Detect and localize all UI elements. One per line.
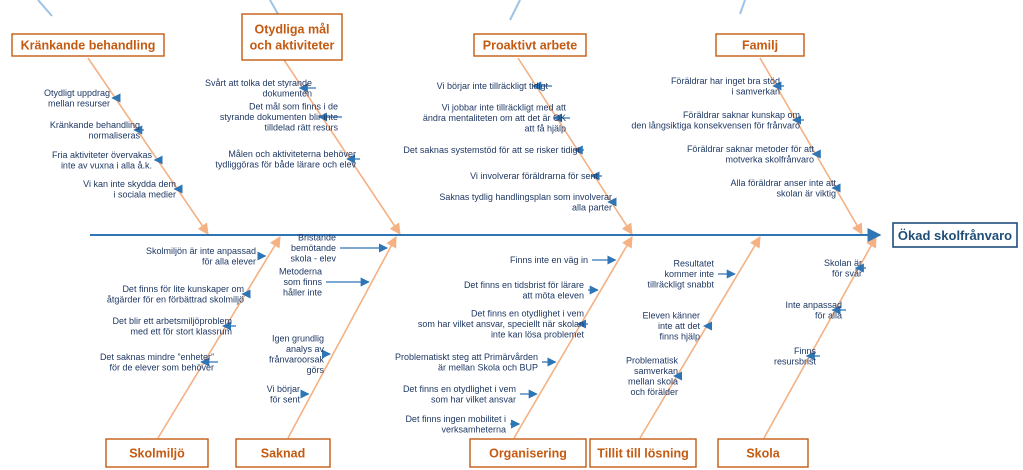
category-bottom-1 <box>287 236 397 439</box>
category-bottom-3 <box>639 236 761 439</box>
category-box-frame <box>717 438 809 468</box>
cause-label: Finns inte en väg in <box>510 255 588 265</box>
category-box: Kränkande behandling <box>11 33 165 57</box>
category-title: Skolmiljö <box>129 446 185 460</box>
category-box: Skolmiljö <box>105 438 209 468</box>
category-title: Tillit till lösning <box>597 446 688 460</box>
category-box-frame <box>235 438 331 468</box>
category-title: Saknad <box>261 446 305 460</box>
category-title: Proaktivt arbete <box>483 38 578 52</box>
category-box-frame <box>715 33 805 57</box>
cause-label: Det saknas systemstöd för att se risker … <box>403 145 580 155</box>
category-box: Organisering <box>469 438 587 468</box>
effect-label: Ökad skolfrånvaro <box>898 228 1012 243</box>
category-box: Proaktivt arbete <box>473 33 587 57</box>
effect-box: Ökad skolfrånvaro <box>892 222 1018 248</box>
branch-line <box>87 57 209 235</box>
decorative-line <box>269 0 279 15</box>
branch-line <box>513 236 633 439</box>
category-bottom-0 <box>157 236 281 439</box>
category-title: Familj <box>742 38 778 52</box>
category-bottom-2 <box>513 236 633 439</box>
decorative-line <box>739 0 746 15</box>
effect-frame <box>892 222 1018 248</box>
category-box-frame <box>469 438 587 468</box>
category-box-frame <box>241 13 343 61</box>
branch-line <box>287 236 397 439</box>
category-title: Kränkande behandling <box>21 38 156 52</box>
category-box: Skola <box>717 438 809 468</box>
branch-line <box>639 236 761 439</box>
category-box: Familj <box>715 33 805 57</box>
category-box-frame <box>105 438 209 468</box>
decorative-line <box>509 0 521 21</box>
category-box: Tillit till lösning <box>589 438 697 468</box>
cause-label: Vi involverar föräldrarna för sent <box>470 171 598 181</box>
category-box-frame <box>589 438 697 468</box>
category-box-frame <box>473 33 587 57</box>
category-box: Saknad <box>235 438 331 468</box>
cause-label: Det saknas mindre ”enheter”för de elever… <box>100 352 214 373</box>
category-title: Organisering <box>489 446 567 460</box>
category-title: Skola <box>746 446 780 460</box>
cause-label: Saknas tydlig handlingsplan som involver… <box>439 192 612 213</box>
category-top-0 <box>87 57 209 235</box>
decorative-line <box>37 0 53 17</box>
cause-label: Vi börjar inte tillräckligt tidigt <box>437 81 549 91</box>
branch-line <box>157 236 281 439</box>
decorative-top-lines <box>37 0 746 21</box>
category-box-frame <box>11 33 165 57</box>
